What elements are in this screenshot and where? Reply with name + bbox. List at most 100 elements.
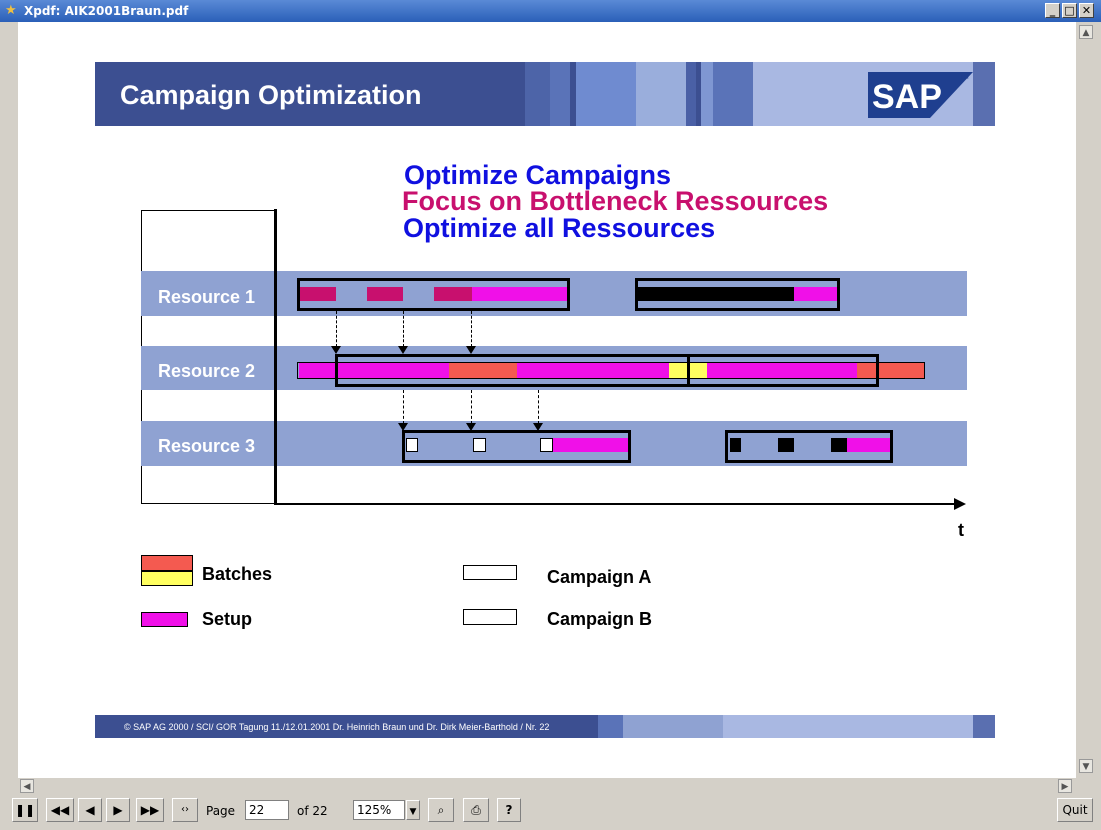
legend-campaign-a-swatch [463, 565, 517, 580]
title-stripe [713, 62, 753, 126]
title-stripe [576, 62, 636, 126]
legend-setup-label: Setup [202, 609, 253, 629]
page-number-input[interactable]: 22 [245, 800, 289, 820]
dependency-line [471, 390, 472, 424]
time-axis-origin [274, 209, 277, 505]
r1-setup [794, 287, 838, 301]
scroll-up-icon[interactable]: ▲ [1079, 25, 1093, 39]
r3-campaign-box [725, 430, 893, 463]
time-axis [276, 503, 956, 505]
help-button[interactable]: ? [497, 798, 521, 822]
r3-batch-black [778, 438, 794, 452]
footer-stripe [723, 715, 973, 738]
left-frame [0, 22, 18, 794]
r2-campaign-box [687, 354, 879, 387]
title-stripe [973, 62, 995, 126]
r1-batch [367, 287, 403, 301]
title-stripe [636, 62, 686, 126]
dependency-arrowhead [466, 346, 476, 354]
r3-campaign-box [402, 430, 631, 463]
r3-batch [540, 438, 553, 452]
r2-batch [857, 363, 924, 378]
heading-optimize-all: Optimize all Ressources [403, 213, 716, 243]
dependency-arrowhead [398, 346, 408, 354]
back-forward-icon[interactable]: ‹› [172, 798, 198, 822]
heading-focus-bottleneck: Focus on Bottleneck Ressources [402, 186, 829, 216]
r3-batch-black [831, 438, 847, 452]
app-star-icon: ★ [5, 3, 17, 18]
sap-logo: SAP TM [868, 72, 973, 118]
zoom-input[interactable]: 125% [353, 800, 405, 820]
slide-title: Campaign Optimization [120, 80, 422, 110]
dependency-line [538, 390, 539, 424]
title-stripe [686, 62, 696, 126]
r2-segment-outline [297, 362, 925, 379]
minimize-button[interactable]: _ [1045, 3, 1060, 18]
scroll-left-icon[interactable]: ◀ [20, 779, 34, 793]
scroll-right-icon[interactable]: ▶ [1058, 779, 1072, 793]
pause-icon[interactable]: ❚❚ [12, 798, 38, 822]
dependency-line [471, 311, 472, 347]
r1-batch-black [638, 287, 794, 301]
first-page-icon[interactable]: ◀◀ [46, 798, 74, 822]
last-page-icon[interactable]: ▶▶ [136, 798, 164, 822]
title-stripe [550, 62, 570, 126]
r3-batch [473, 438, 486, 452]
horizontal-scrollbar[interactable]: ◀ ▶ [18, 778, 1076, 794]
r1-batch [434, 287, 472, 301]
r1-campaign-box [635, 278, 840, 311]
r2-campaign-box [335, 354, 690, 387]
document-viewport[interactable]: Campaign Optimization SAP TM Optimize Ca… [18, 22, 1076, 778]
time-axis-arrowhead [954, 498, 966, 510]
find-icon[interactable]: ⌕ [428, 798, 454, 822]
dependency-line [403, 311, 404, 347]
dependency-arrowhead [466, 423, 476, 431]
dependency-arrowhead [398, 423, 408, 431]
legend-batch-yellow-swatch [141, 571, 193, 586]
r2-setup [517, 363, 669, 378]
sap-logo-tm: TM [960, 75, 969, 81]
resource-1-label: Resource 1 [158, 287, 256, 307]
r2-batch [449, 363, 517, 378]
vertical-scrollbar[interactable]: ▲ ▼ [1076, 22, 1096, 778]
maximize-button[interactable]: □ [1062, 3, 1077, 18]
resource-3-label: Resource 3 [158, 436, 256, 456]
footer-stripe [598, 715, 623, 738]
next-page-icon[interactable]: ▶ [106, 798, 130, 822]
dependency-arrowhead [533, 423, 543, 431]
bottom-toolbar: ❚❚ ◀◀ ◀ ▶ ▶▶ ‹› Page 22 of 22 125% ▼ ⌕ ⎙… [0, 794, 1101, 830]
prev-page-icon[interactable]: ◀ [78, 798, 102, 822]
sap-logo-text: SAP [872, 78, 942, 116]
r3-setup [553, 438, 628, 452]
time-axis-label: t [958, 520, 964, 540]
quit-button[interactable]: Quit [1057, 798, 1093, 822]
footer-stripe [623, 715, 723, 738]
zoom-dropdown-icon[interactable]: ▼ [406, 800, 420, 820]
heading-optimize-campaigns: Optimize Campaigns [404, 160, 672, 190]
title-stripe [525, 62, 550, 126]
r1-campaign-box [297, 278, 570, 311]
dependency-line [403, 390, 404, 424]
slide-footer-text: © SAP AG 2000 / SCI/ GOR Tagung 11./12.0… [124, 722, 550, 732]
r1-batch [300, 287, 336, 301]
r2-setup [707, 363, 857, 378]
page-label: Page [206, 804, 236, 818]
print-icon[interactable]: ⎙ [463, 798, 489, 822]
scroll-down-icon[interactable]: ▼ [1079, 759, 1093, 773]
close-button[interactable]: ✕ [1079, 3, 1094, 18]
legend-setup-swatch [141, 612, 188, 627]
legend-batch-red-swatch [141, 555, 193, 571]
legend-campaign-b-swatch [463, 609, 517, 625]
resource-2-label: Resource 2 [158, 361, 256, 381]
r3-batch [406, 438, 418, 452]
legend-batches-label: Batches [202, 564, 273, 584]
window-title: Xpdf: AIK2001Braun.pdf [24, 4, 189, 18]
r3-batch-black [730, 438, 741, 452]
legend-campaign-a-label: Campaign A [547, 567, 652, 587]
title-stripe [701, 62, 713, 126]
legend-campaign-b-label: Campaign B [547, 609, 653, 629]
dependency-line [336, 311, 337, 347]
dependency-arrowhead [331, 346, 341, 354]
r3-setup [847, 438, 890, 452]
page-count-label: of 22 [297, 804, 328, 818]
